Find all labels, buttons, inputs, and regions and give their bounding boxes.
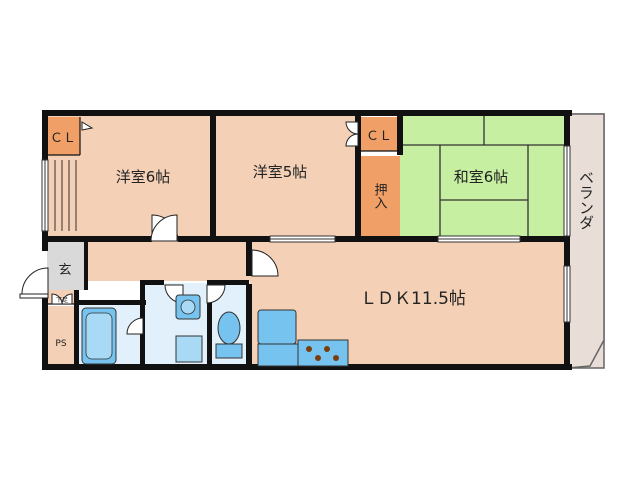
toilet-tank — [215, 343, 243, 359]
label-closet-2: ＣＬ — [366, 129, 392, 144]
toilet-bowl — [217, 311, 241, 345]
closet-2 — [358, 117, 400, 151]
washbasin-bowl — [180, 299, 196, 315]
label-japanese-room: 和室6帖 — [454, 168, 509, 186]
washing-machine — [175, 335, 203, 363]
door-swings — [19, 121, 359, 335]
label-shoes: 下足 — [56, 297, 68, 304]
ps-area — [47, 306, 76, 368]
fridge — [257, 309, 297, 345]
window-left-detail — [54, 160, 77, 231]
label-ps: PS — [55, 339, 66, 349]
label-ldk: ＬＤＫ11.5帖 — [360, 289, 466, 309]
entrance-area — [47, 241, 86, 290]
tatami-lines — [400, 114, 568, 241]
label-oshiire: 押入 — [372, 183, 388, 209]
oshiire-closet — [358, 156, 400, 239]
hallway — [86, 241, 250, 281]
windows — [41, 145, 571, 323]
stove — [297, 339, 349, 367]
label-entrance: 玄 — [58, 263, 71, 278]
bathtub-inner — [85, 312, 113, 360]
label-veranda: ベランダ — [577, 170, 595, 230]
label-closet-1: ＣＬ — [50, 131, 76, 146]
veranda-railing — [567, 113, 605, 369]
closet-1 — [47, 117, 80, 155]
label-western-room-1: 洋室6帖 — [116, 168, 171, 186]
stove-burners — [306, 346, 339, 361]
western-room-2 — [216, 114, 358, 241]
walls — [42, 110, 572, 370]
label-western-room-2: 洋室5帖 — [253, 163, 308, 181]
